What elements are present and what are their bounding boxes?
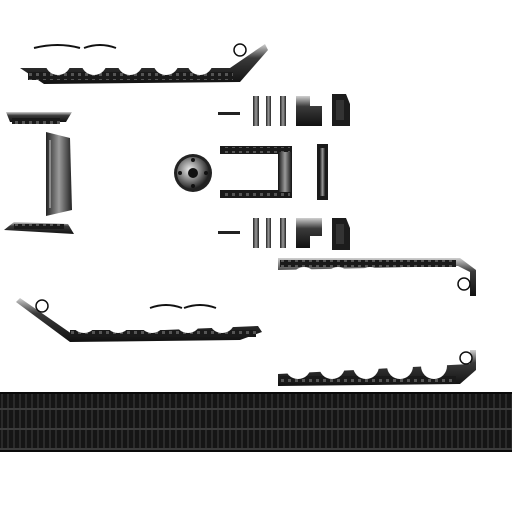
side-plate-left-center	[46, 132, 72, 216]
tow-hook-top	[218, 94, 350, 126]
track-guard-top-left	[20, 43, 268, 84]
bracket-bar	[317, 144, 328, 200]
drive-sprocket	[174, 154, 212, 192]
suspension-bracket	[220, 146, 292, 198]
track-belt-strip	[0, 392, 512, 452]
side-plate-left-top	[6, 112, 72, 124]
side-plate-left-bottom	[4, 222, 74, 234]
track-guard-right-top	[278, 258, 476, 296]
tow-hook-bottom	[218, 218, 350, 250]
track-guard-right-bottom	[278, 350, 476, 386]
track-guard-bottom-left	[16, 298, 262, 342]
